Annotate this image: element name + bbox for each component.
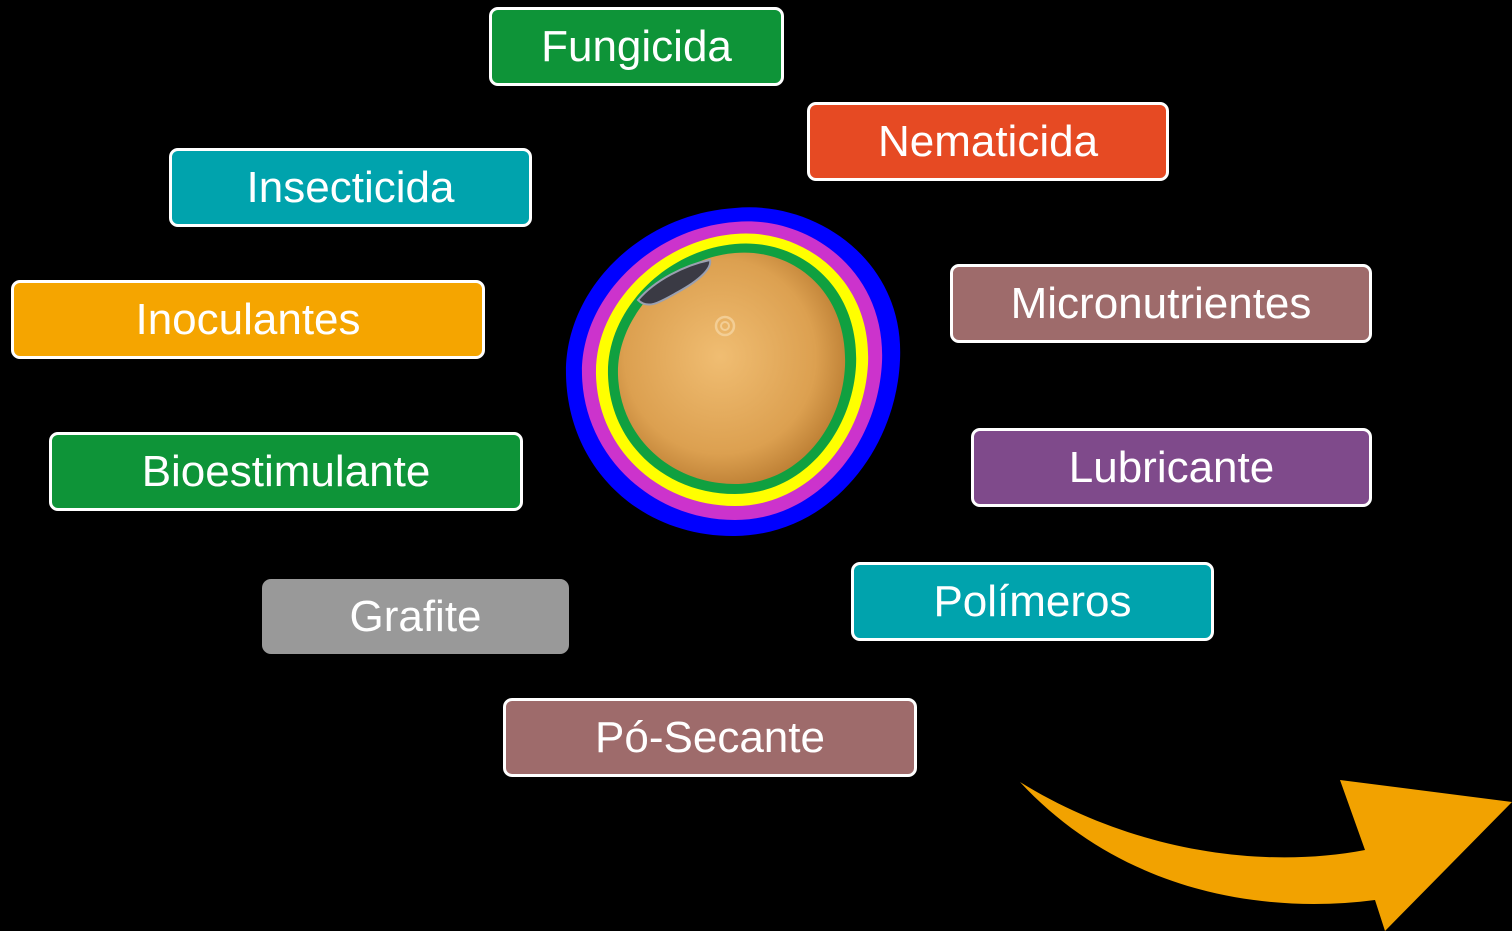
label-nematicida: Nematicida [807,102,1169,181]
soybean-seed-icon [560,200,910,545]
label-bioestimulante: Bioestimulante [49,432,523,511]
curved-arrow-right-icon [1010,740,1512,931]
label-inoculantes: Inoculantes [11,280,485,359]
label-micronutrientes: Micronutrientes [950,264,1372,343]
label-grafite: Grafite [262,579,569,654]
label-insecticida: Insecticida [169,148,532,227]
label-fungicida: Fungicida [489,7,784,86]
arrow-shape [1020,780,1512,931]
label-polimeros: Polímeros [851,562,1214,641]
label-po-secante: Pó-Secante [503,698,917,777]
label-lubricante: Lubricante [971,428,1372,507]
